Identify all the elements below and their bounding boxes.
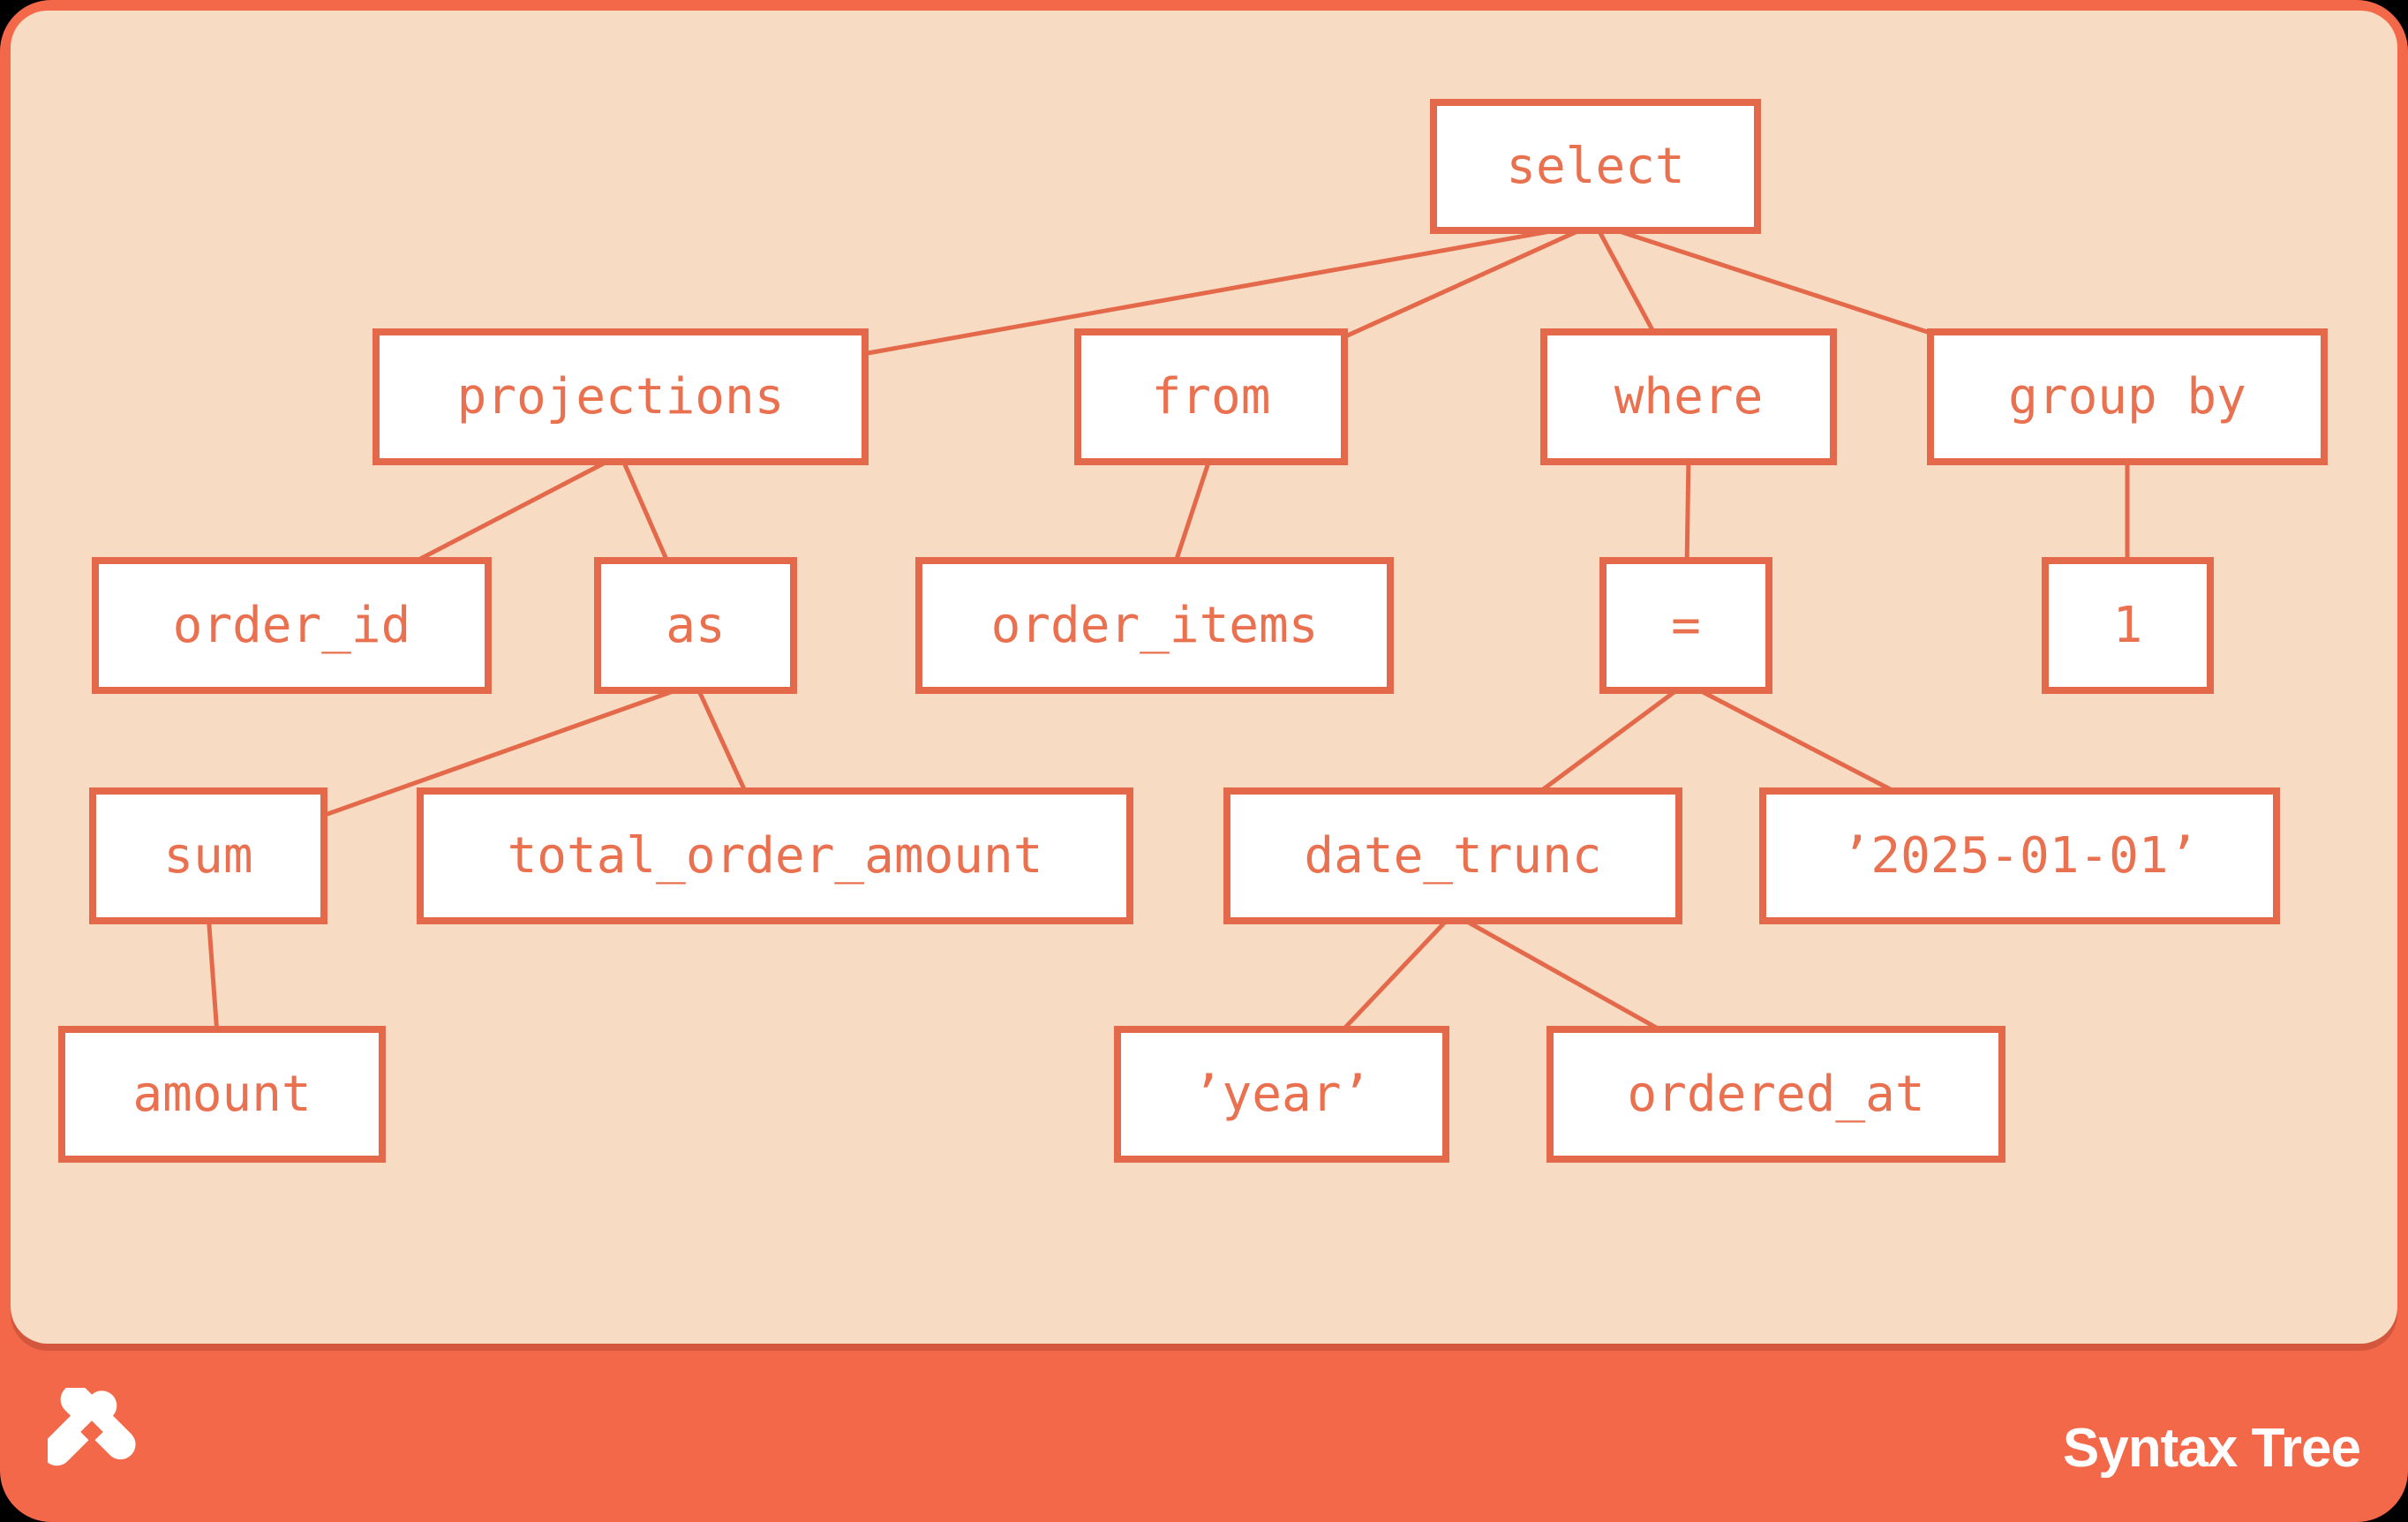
- tree-node-sum: sum: [89, 787, 327, 924]
- tree-node-label: amount: [132, 1066, 312, 1123]
- tree-node-label: order_id: [172, 597, 411, 654]
- tree-node-label: ordered_at: [1627, 1066, 1925, 1123]
- tree-node-label: where: [1614, 368, 1764, 426]
- tree-node-select: select: [1430, 99, 1761, 234]
- tree-node-order-id: order_id: [92, 557, 492, 694]
- footer-title: Syntax Tree: [2062, 1417, 2361, 1479]
- tree-node-order-items: order_items: [915, 557, 1394, 694]
- tree-node-label: as: [666, 597, 726, 654]
- tree-node-label: date_trunc: [1304, 827, 1602, 885]
- tree-node-from: from: [1074, 328, 1348, 465]
- tree-node-label: select: [1506, 138, 1685, 195]
- tree-node-label: from: [1151, 368, 1271, 426]
- tree-node-amount: amount: [58, 1026, 386, 1163]
- pinwheel-star-icon: [48, 1388, 136, 1476]
- tree-node-label: 1: [2112, 597, 2143, 654]
- tree-node-total-order-amount: total_order_amount: [417, 787, 1133, 924]
- tree-node-as: as: [594, 557, 797, 694]
- tree-node-ordered-at: ordered_at: [1546, 1026, 2005, 1163]
- tree-node-one: 1: [2042, 557, 2214, 694]
- tree-node-label: group by: [2008, 368, 2246, 426]
- tree-node-date-trunc: date_trunc: [1223, 787, 1682, 924]
- tree-node-label: =: [1671, 597, 1701, 654]
- tree-node-where: where: [1540, 328, 1837, 465]
- tree-node-equals: =: [1599, 557, 1772, 694]
- tree-node-projections: projections: [372, 328, 869, 465]
- tree-node-label: order_items: [990, 597, 1319, 654]
- tree-node-year-literal: ’year’: [1114, 1026, 1449, 1163]
- tree-node-label: projections: [456, 368, 785, 426]
- tree-node-label: ’year’: [1192, 1066, 1372, 1123]
- tree-node-group-by: group by: [1927, 328, 2328, 465]
- tree-node-date-literal: ’2025-01-01’: [1759, 787, 2280, 924]
- tree-node-label: ’2025-01-01’: [1840, 827, 2199, 885]
- tree-node-label: total_order_amount: [507, 827, 1043, 885]
- tree-node-label: sum: [163, 827, 253, 885]
